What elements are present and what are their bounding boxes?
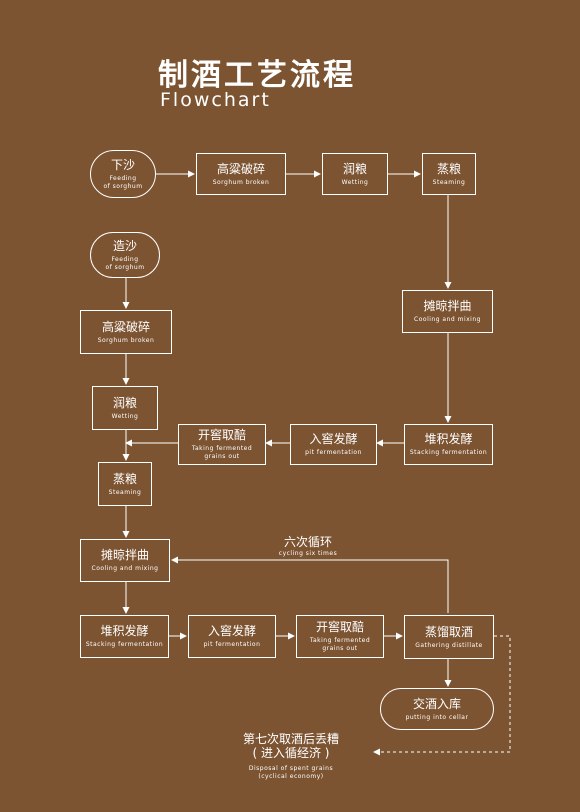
cycle-label-zh: 六次循环 <box>283 535 332 549</box>
node-pit1-en: pit fermentation <box>305 449 362 456</box>
node-crush2-en: Sorghum broken <box>97 336 155 344</box>
node-open1-zh: 开窖取醅 <box>197 428 246 442</box>
node-steam2: 蒸粮 Steaming <box>98 462 152 506</box>
node-steam2-en: Steaming <box>108 488 142 496</box>
node-steam1-en: Steaming <box>432 178 466 186</box>
node-open2: 开窖取醅 Taking fermented grains out <box>296 615 384 658</box>
disposal-label: 第七次取酒后丢糟 ( 进入循经济 ) Disposal of spent gra… <box>216 732 366 781</box>
node-pit2-en: pit fermentation <box>203 641 261 648</box>
node-wet1-zh: 润粮 <box>342 161 367 176</box>
page-title: 制酒工艺流程 <box>158 58 356 93</box>
node-crush1-en: Sorghum broken <box>212 178 270 186</box>
node-open2-en: Taking fermented grains out <box>309 637 371 652</box>
node-distill-en: Gathering distillate <box>415 641 483 649</box>
node-stack1-en: Stacking fermentation <box>409 449 488 456</box>
node-stack1-zh: 堆积发酵 <box>424 432 473 446</box>
node-cool2-en: Cooling and mixing <box>91 565 159 572</box>
node-wet1-en: Wetting <box>341 178 369 186</box>
page-subtitle: Flowchart <box>160 89 271 111</box>
node-cool2-zh: 摊晾拌曲 <box>100 548 149 562</box>
node-feeding2-en: Feeding of sorghum <box>105 255 145 271</box>
cycle-loop-line <box>171 556 449 613</box>
node-steam1: 蒸粮 Steaming <box>422 153 476 195</box>
node-open1: 开窖取醅 Taking fermented grains out <box>178 424 266 465</box>
node-open2-zh: 开窖取醅 <box>315 620 364 634</box>
node-feeding-zh: 下沙 <box>110 157 135 172</box>
node-cellar: 交酒入库 putting into cellar <box>380 688 494 730</box>
node-stack1: 堆积发酵 Stacking fermentation <box>404 424 493 465</box>
node-steam2-zh: 蒸粮 <box>112 471 137 486</box>
node-pit2-zh: 入窖发酵 <box>207 624 256 638</box>
node-cellar-zh: 交酒入库 <box>412 696 461 711</box>
node-pit2: 入窖发酵 pit fermentation <box>188 615 276 658</box>
node-wet2-en: Wetting <box>111 412 139 420</box>
node-crush1: 高粱破碎 Sorghum broken <box>196 153 286 195</box>
cycle-label: 六次循环 cycling six times <box>248 535 368 558</box>
node-wet2: 润粮 Wetting <box>92 386 158 430</box>
node-wet2-zh: 润粮 <box>112 395 137 410</box>
node-stack2: 堆积发酵 Stacking fermentation <box>80 615 169 658</box>
node-stack2-en: Stacking fermentation <box>85 641 164 648</box>
disposal-label-zh-line1: 第七次取酒后丢糟 <box>242 732 339 746</box>
node-cool1: 摊晾拌曲 Cooling and mixing <box>402 290 493 333</box>
node-open1-en: Taking fermented grains out <box>191 445 253 460</box>
node-cellar-en: putting into cellar <box>405 713 469 721</box>
node-stack2-zh: 堆积发酵 <box>100 624 149 638</box>
disposal-label-en: Disposal of spent grains (cyclical econo… <box>248 765 334 780</box>
node-feeding: 下沙 Feeding of sorghum <box>90 150 156 198</box>
node-pit1-zh: 入窖发酵 <box>309 432 358 446</box>
node-distill-zh: 蒸馏取酒 <box>424 624 473 639</box>
node-feeding2-zh: 造沙 <box>112 238 137 253</box>
node-feeding-en: Feeding of sorghum <box>103 174 143 190</box>
node-cool1-zh: 摊晾拌曲 <box>423 299 472 313</box>
cycle-label-en: cycling six times <box>278 550 338 557</box>
disposal-dashed-line <box>373 635 511 756</box>
node-crush2: 高粱破碎 Sorghum broken <box>80 310 172 354</box>
node-feeding2: 造沙 Feeding of sorghum <box>90 232 160 278</box>
node-crush2-zh: 高粱破碎 <box>101 319 150 334</box>
node-cool2: 摊晾拌曲 Cooling and mixing <box>80 539 170 582</box>
node-wet1: 润粮 Wetting <box>322 153 388 195</box>
disposal-label-zh-line2: ( 进入循经济 ) <box>252 746 330 760</box>
node-crush1-zh: 高粱破碎 <box>216 161 265 176</box>
node-distill: 蒸馏取酒 Gathering distillate <box>404 615 494 659</box>
node-steam1-zh: 蒸粮 <box>436 161 461 176</box>
node-pit1: 入窖发酵 pit fermentation <box>290 424 377 465</box>
node-cool1-en: Cooling and mixing <box>414 316 481 323</box>
